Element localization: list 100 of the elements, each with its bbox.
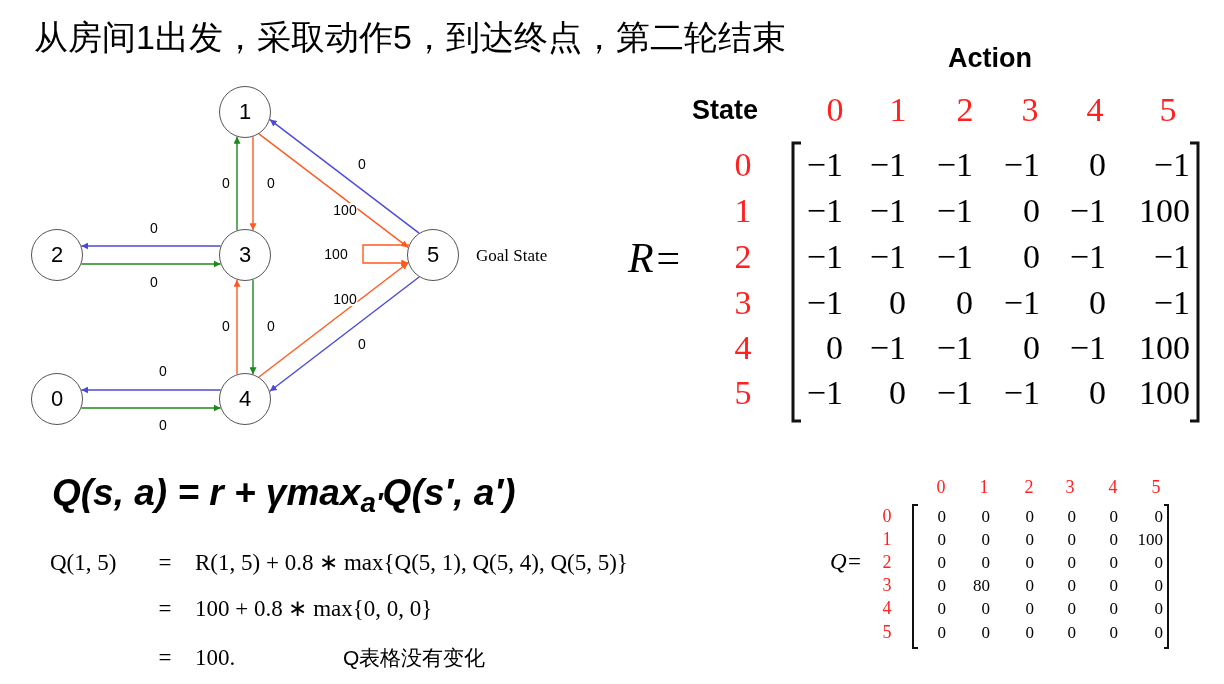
column-header: 3 (1021, 93, 1039, 127)
matrix-cell: 100 (1139, 376, 1190, 410)
matrix-cell: 0 (1025, 599, 1034, 617)
matrix-cell: 0 (981, 599, 990, 617)
equation-line: R(1, 5) + 0.8 ∗ max{Q(5, 1), Q(5, 4), Q(5, 5)} (195, 550, 628, 574)
edge-label: 100 (332, 292, 358, 306)
row-header: 2 (734, 240, 752, 274)
column-header: 5 (1151, 478, 1161, 496)
matrix-cell: −1 (1003, 376, 1040, 410)
matrix-cell: 0 (1023, 331, 1040, 365)
matrix-cell: −1 (1153, 286, 1190, 320)
edge-label: 0 (158, 418, 168, 432)
edge-label: 0 (221, 319, 231, 333)
matrix-cell: −1 (1069, 331, 1106, 365)
equals-sign: = (158, 645, 172, 669)
matrix-cell: 0 (1154, 576, 1163, 594)
edge-label: 0 (266, 319, 276, 333)
axis-title: Action (948, 44, 1032, 72)
matrix-cell: 0 (1025, 507, 1034, 525)
arrow (249, 136, 257, 231)
edge-label: 0 (266, 176, 276, 190)
matrix-cell: 0 (1025, 553, 1034, 571)
edge-label: 0 (158, 364, 168, 378)
row-header: 3 (882, 576, 892, 594)
row-header: 5 (882, 623, 892, 641)
matrix-cell: −1 (1153, 148, 1190, 182)
equation-line: Q(1, 5) (50, 550, 117, 574)
matrix-cell: 0 (1109, 599, 1118, 617)
column-header: 3 (1065, 478, 1075, 496)
edge-label: 0 (357, 337, 367, 351)
equation-line: 100. (195, 645, 236, 669)
matrix-cell: 0 (1025, 623, 1034, 641)
matrix-cell: 100 (1139, 194, 1190, 228)
matrix-cell: 0 (1067, 553, 1076, 571)
matrix-cell: −1 (806, 240, 843, 274)
matrix-cell: 0 (1067, 576, 1076, 594)
matrix-cell: −1 (936, 240, 973, 274)
matrix-cell: 0 (937, 553, 946, 571)
arrow (269, 276, 420, 392)
matrix-cell: 0 (1025, 530, 1034, 548)
formula: Q(s, a) = r + γmax$_{a′}$Q(s′, a′) (52, 473, 516, 511)
edge-label: 0 (221, 176, 231, 190)
matrix-cell: 0 (937, 530, 946, 548)
arrow (258, 262, 409, 378)
matrix-cell: 0 (1089, 148, 1106, 182)
edge-label: 0 (149, 221, 159, 235)
matrix-cell: −1 (869, 331, 906, 365)
row-header: 0 (882, 507, 892, 525)
matrix-cell: −1 (869, 194, 906, 228)
matrix-cell: 0 (1067, 507, 1076, 525)
matrix-cell: 0 (981, 530, 990, 548)
column-header: 4 (1086, 93, 1104, 127)
arrow (249, 279, 257, 375)
column-header: 0 (826, 93, 844, 127)
matrix-cell: 0 (937, 623, 946, 641)
equation-line: 100 + 0.8 ∗ max{0, 0, 0} (195, 596, 433, 620)
matrix-cell: 0 (1067, 623, 1076, 641)
matrix-cell: −1 (1003, 286, 1040, 320)
axis-title: State (692, 96, 758, 124)
matrix-cell: 0 (1025, 576, 1034, 594)
row-header: 1 (734, 194, 752, 228)
matrix-cell: 0 (1089, 286, 1106, 320)
matrix-cell: 0 (1109, 507, 1118, 525)
matrix-symbol: R= (628, 237, 682, 279)
matrix-cell: 0 (1023, 240, 1040, 274)
edge-label: 0 (149, 275, 159, 289)
edge-label: 0 (357, 157, 367, 171)
matrix-cell: 0 (889, 286, 906, 320)
matrix-cell: −1 (936, 148, 973, 182)
matrix-cell: 0 (981, 623, 990, 641)
matrix-cell: 0 (1109, 553, 1118, 571)
row-header: 1 (882, 530, 892, 548)
matrix-cell: −1 (806, 194, 843, 228)
matrix-cell: −1 (869, 148, 906, 182)
matrix-cell: 0 (1089, 376, 1106, 410)
matrix-cell: 0 (981, 553, 990, 571)
matrix-cell: 0 (1023, 194, 1040, 228)
row-header: 5 (734, 376, 752, 410)
matrix-cell: 0 (1067, 530, 1076, 548)
matrix-cell: 0 (956, 286, 973, 320)
matrix-cell: 0 (1067, 599, 1076, 617)
node-caption: Goal State (476, 246, 548, 264)
column-header: 2 (956, 93, 974, 127)
matrix-cell: 80 (973, 576, 990, 594)
matrix-cell: −1 (806, 376, 843, 410)
matrix-cell: 0 (937, 599, 946, 617)
arrow (258, 133, 409, 249)
matrix-symbol: Q= (830, 549, 863, 573)
row-header: 4 (882, 599, 892, 617)
matrix-cell: −1 (869, 240, 906, 274)
column-header: 5 (1159, 93, 1177, 127)
matrix-cell: 100 (1139, 331, 1190, 365)
matrix-cell: 0 (889, 376, 906, 410)
matrix-cell: 0 (1109, 623, 1118, 641)
matrix-cell: −1 (806, 286, 843, 320)
matrix-cell: −1 (936, 194, 973, 228)
edge-label: 100 (332, 203, 358, 217)
matrix-cell: 0 (1109, 576, 1118, 594)
matrix-cell: 0 (826, 331, 843, 365)
column-header: 1 (889, 93, 907, 127)
